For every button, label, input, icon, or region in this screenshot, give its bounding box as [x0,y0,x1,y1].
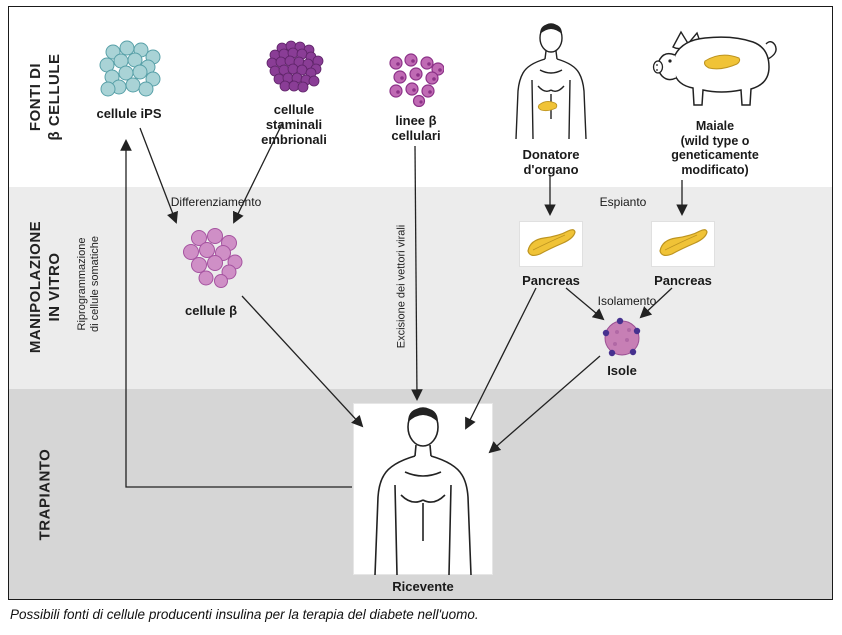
diagram-frame: FONTI DI β CELLULE MANIPOLAZIONE IN VITR… [8,6,833,600]
band-label-trapianto: TRAPIANTO [36,440,55,550]
stem-cells-label: cellule staminali embrionali [231,102,357,147]
band-label-fonti-line2: β CELLULE [46,53,63,141]
reprogramming-label-line1: Riprogrammazione [76,237,88,331]
pig-label-line3: geneticamente [671,148,759,162]
pig-label-line4: modificato) [681,162,749,177]
islets-label: Isole [607,363,637,378]
band-label-fonti-line1: FONTI DI [27,62,44,132]
stem-cells-label-line1: cellule [273,102,315,117]
pancreas-left-label: Pancreas [522,273,580,288]
recipient-figure-icon [353,403,493,575]
ips-label: cellule iPS [96,106,162,121]
band-label-fonti: FONTI DI β CELLULE [26,32,64,162]
band-label-manipolazione-line1: MANIPOLAZIONE [27,220,44,354]
viral-vector-excision-label: Excisione dei vettori virali [395,224,408,349]
reprogramming-label: Riprogrammazione di cellule somatiche [76,219,102,349]
band-manipolazione-bg [9,187,832,389]
beta-cells-label: cellule β [184,303,237,318]
pig-label: Maiale (wild type o geneticamente modifi… [625,119,805,177]
beta-lines-label: linee β cellulari [361,113,471,143]
embryonic-stem-cells-icon [263,39,325,97]
differentiation-label: Differenziamento [170,195,262,209]
explant-label: Espianto [599,195,647,209]
beta-cells-icon [179,226,243,290]
pig-icon [649,27,781,115]
pig-label-line1: Maiale [695,119,735,133]
donor-label-line2: d'organo [523,162,579,177]
pig-label-line2: (wild type o [680,133,750,148]
donor-label-line1: Donatore [522,147,580,162]
reprogramming-label-line2: di cellule somatiche [89,236,101,332]
beta-cell-lines-icon [386,53,444,107]
pancreas-right-label: Pancreas [654,273,712,288]
band-label-manipolazione: MANIPOLAZIONE IN VITRO [26,202,64,372]
beta-lines-label-line2: cellulari [391,128,441,143]
donor-label: Donatore d'organo [481,147,621,177]
recipient-label: Ricevente [392,579,454,594]
pancreas-right-icon [651,221,715,267]
organ-donor-figure-icon [506,21,596,139]
beta-lines-label-line1: linee β [395,113,437,128]
stem-cells-label-line3: embrionali [261,132,327,147]
pancreas-left-icon [519,221,583,267]
ips-cells-icon [96,39,166,101]
band-label-trapianto-line1: TRAPIANTO [36,448,54,541]
stem-cells-label-line2: staminali [265,117,323,132]
islets-icon [599,316,645,360]
isolation-label: Isolamento [597,294,657,308]
band-label-manipolazione-line2: IN VITRO [46,252,63,322]
figure-caption: Possibili fonti di cellule producenti in… [10,607,479,622]
